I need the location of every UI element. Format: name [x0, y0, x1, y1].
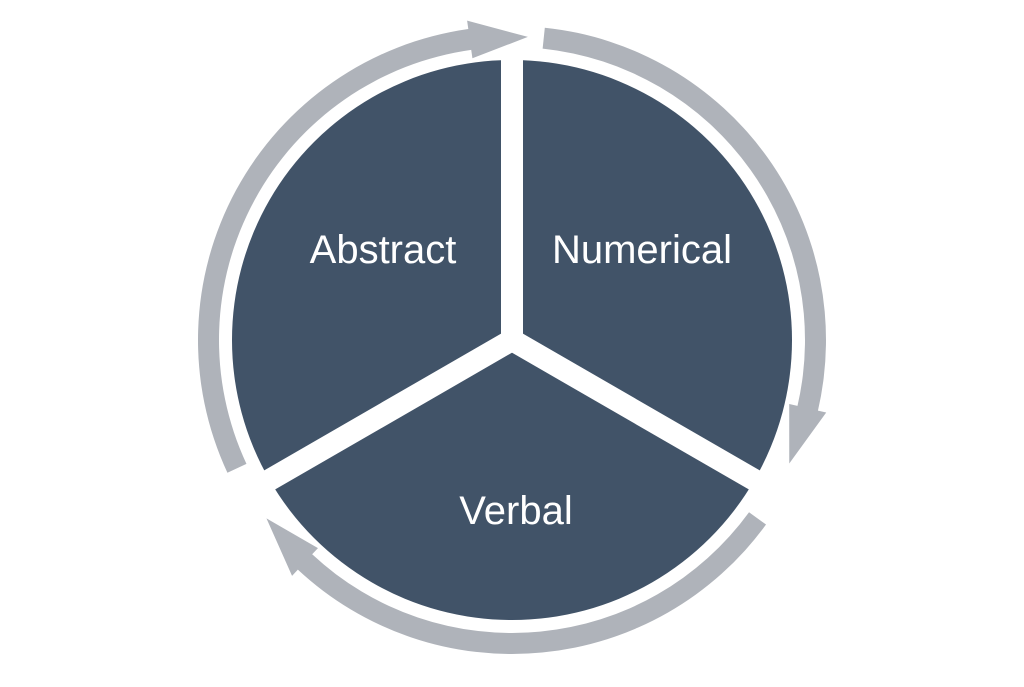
label-numerical: Numerical: [552, 228, 732, 272]
cycle-arrow-ring: [198, 20, 827, 655]
divider-spoke-2: [506, 330, 764, 492]
ring-arrow-abstract: [198, 20, 528, 473]
divider-spoke-3: [260, 330, 518, 492]
cycle-dividers: [260, 56, 764, 492]
label-verbal: Verbal: [459, 489, 572, 533]
divider-hub: [501, 329, 523, 351]
label-abstract: Abstract: [310, 228, 457, 272]
ring-arrow-numerical: [542, 27, 827, 464]
ring-arrow-verbal: [266, 512, 767, 655]
